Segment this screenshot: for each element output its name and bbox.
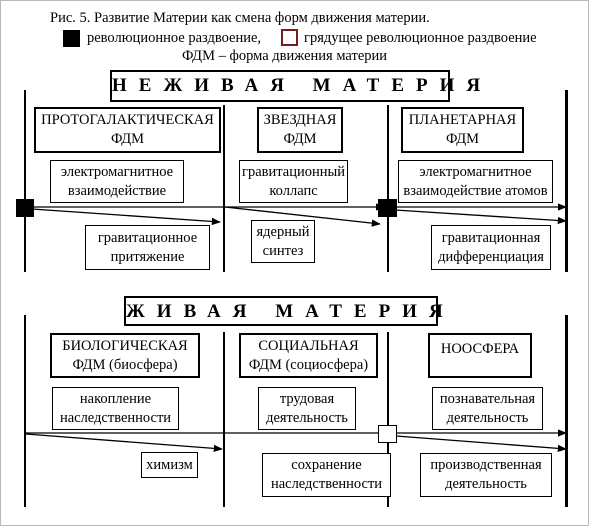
process-line: взаимодействие (67, 182, 167, 199)
process-line: электромагнитное (60, 163, 174, 180)
process-heredity-accumulation: накопление наследственности (52, 387, 179, 430)
process-line: деятельность (446, 409, 529, 426)
stage-title: ПРОТОГАЛАКТИЧЕСКАЯ (41, 112, 214, 128)
process-cognitive-activity: познавательная деятельность (432, 387, 543, 430)
stage-planetary: ПЛАНЕТАРНАЯ ФДМ (401, 107, 524, 153)
flow-arrow (31, 208, 221, 226)
process-line: притяжение (110, 248, 185, 265)
legend-fdm-definition: ФДМ – форма движения материи (182, 48, 388, 64)
stage-social: СОЦИАЛЬНАЯ ФДМ (социосфера) (239, 333, 378, 378)
process-line: ядерный (256, 223, 310, 240)
stage-subtitle: ФДМ (283, 131, 317, 147)
stage-subtitle: ФДМ (111, 131, 144, 147)
stage-title: ЗВЕЗДНАЯ (263, 112, 337, 128)
process-gravitational-attraction: гравитационное притяжение (85, 225, 210, 270)
process-line: синтез (262, 242, 304, 259)
process-nuclear-synthesis: ядерный синтез (251, 220, 315, 263)
separator-line (223, 332, 225, 507)
process-gravitational-differentiation: гравитационная дифференциация (431, 225, 551, 270)
stage-title: НООСФЕРА (440, 341, 520, 357)
process-line: трудовая (279, 390, 335, 407)
process-line: взаимодействие атомов (403, 182, 548, 199)
process-line: коллапс (269, 182, 318, 199)
flow-arrow (395, 435, 567, 453)
process-line: гравитационное (97, 229, 198, 246)
stage-biological: БИОЛОГИЧЕСКАЯ ФДМ (биосфера) (50, 333, 200, 378)
process-chemism: химизм (141, 452, 198, 478)
revolutionary-split-marker (378, 199, 397, 217)
legend-revolutionary-label: революционное раздвоение, (87, 30, 262, 46)
upcoming-split-marker (378, 425, 397, 443)
flow-arrow (224, 206, 381, 227)
process-line: наследственности (59, 409, 172, 426)
figure-caption: Рис. 5. Развитие Материи как смена форм … (50, 10, 430, 26)
process-line: наследственности (270, 476, 383, 492)
stage-title: ПЛАНЕТАРНАЯ (408, 112, 517, 128)
separator-line (387, 332, 389, 507)
process-line: накопление (79, 390, 152, 407)
stage-subtitle: ФДМ (социосфера) (248, 356, 369, 373)
process-electromagnetic-interaction: электромагнитное взаимодействие (50, 160, 184, 203)
stage-stellar: ЗВЕЗДНАЯ ФДМ (257, 107, 343, 153)
legend-upcoming-label: грядущее революционное раздвоение (304, 30, 537, 46)
process-gravitational-collapse: гравитационный коллапс (239, 160, 348, 203)
process-line: познавательная (439, 390, 536, 407)
process-line: гравитационная (441, 229, 541, 246)
process-line: дифференциация (438, 248, 544, 265)
separator-line (565, 315, 568, 507)
process-line: электромагнитное (419, 163, 532, 180)
separator-line (565, 90, 568, 272)
process-line: гравитационный (242, 163, 345, 180)
process-productive-activity: производственная деятельность (420, 453, 552, 497)
nonliving-matter-header: НЕЖИВАЯ МАТЕРИЯ (110, 70, 480, 102)
separator-line (24, 315, 26, 507)
living-matter-header: ЖИВАЯ МАТЕРИЯ (124, 296, 443, 326)
revolutionary-split-marker (16, 199, 34, 217)
flow-arrow (394, 209, 567, 225)
stage-noosphere: НООСФЕРА (428, 333, 532, 378)
process-line: сохранение (291, 457, 362, 473)
process-line: деятельность (445, 476, 527, 492)
process-electromagnetic-atomic-interaction: электромагнитное взаимодействие атомов (398, 160, 553, 203)
stage-subtitle: ФДМ (446, 131, 479, 147)
process-labour-activity: трудовая деятельность (258, 387, 356, 430)
revolutionary-split-marker-legend (63, 30, 80, 47)
process-line: химизм (146, 456, 193, 473)
stage-subtitle: ФДМ (биосфера) (72, 356, 178, 373)
upcoming-split-marker-legend (281, 29, 298, 46)
stage-protogalactic: ПРОТОГАЛАКТИЧЕСКАЯ ФДМ (34, 107, 221, 153)
process-line: деятельность (266, 409, 348, 426)
stage-title: СОЦИАЛЬНАЯ (258, 337, 359, 354)
separator-line (223, 105, 225, 272)
separator-line (387, 105, 389, 272)
process-heredity-preservation: сохранение наследственности (262, 453, 391, 497)
separator-line (24, 90, 26, 272)
process-line: производственная (430, 457, 542, 473)
flow-arrow (25, 433, 223, 453)
stage-title: БИОЛОГИЧЕСКАЯ (62, 337, 188, 354)
